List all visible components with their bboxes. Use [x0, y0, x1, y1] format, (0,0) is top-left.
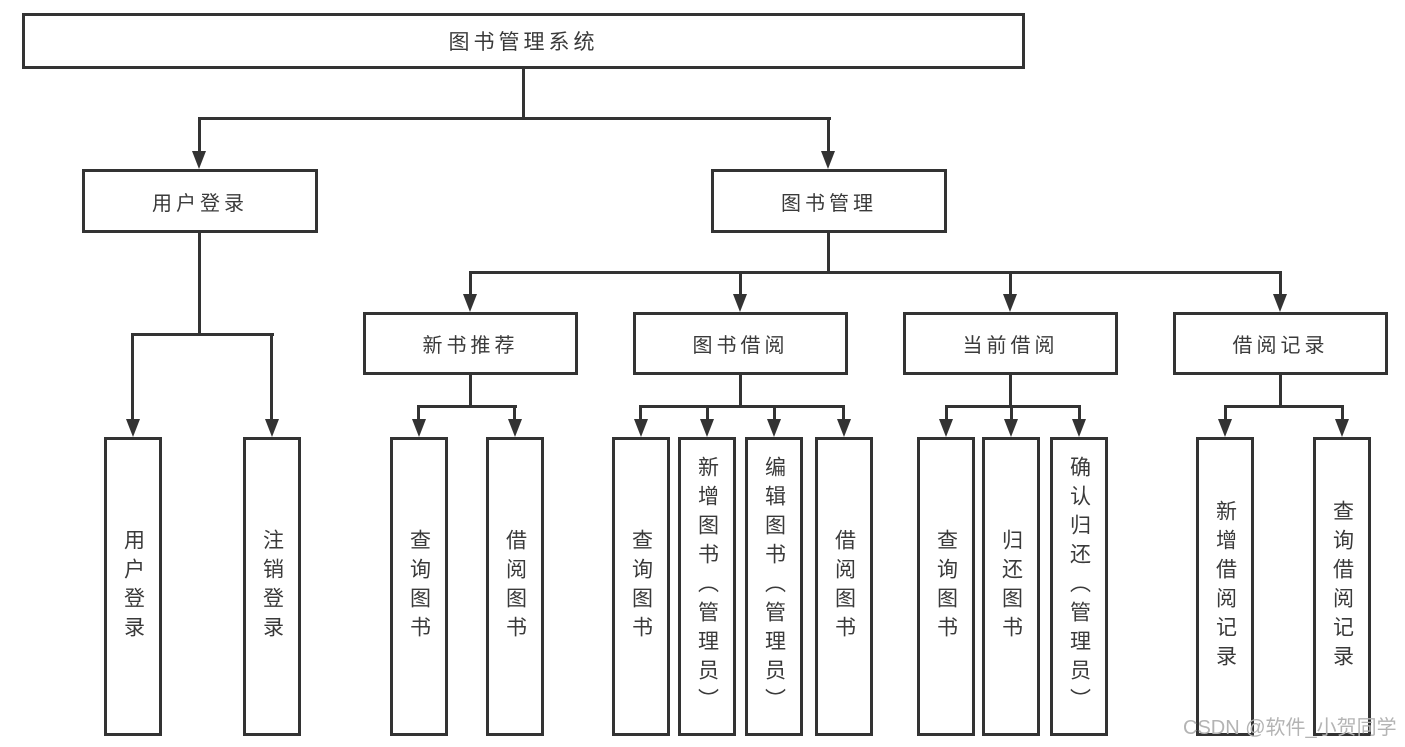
leaf-add-borrow-record-label: 新增借阅记录 — [1213, 499, 1237, 674]
connector-line — [131, 333, 134, 421]
connector-line — [827, 117, 830, 153]
connector-line — [945, 405, 948, 421]
leaf-borrow-book-recommend: 借阅图书 — [486, 437, 544, 736]
connector-line — [513, 405, 516, 421]
node-root: 图书管理系统 — [22, 13, 1025, 69]
leaf-edit-book-admin-label: 编辑图书（管理员） — [762, 456, 786, 717]
node-current-borrow: 当前借阅 — [903, 312, 1118, 375]
arrowhead-icon — [1072, 419, 1086, 437]
leaf-logout-label: 注销登录 — [260, 528, 284, 645]
connector-line — [842, 405, 845, 421]
leaf-user-login-label: 用户登录 — [121, 528, 145, 645]
leaf-add-book-admin: 新增图书（管理员） — [678, 437, 736, 736]
arrowhead-icon — [1218, 419, 1232, 437]
leaf-return-book-label: 归还图书 — [999, 528, 1023, 645]
connector-line — [1078, 405, 1081, 421]
leaf-query-book-borrow-label: 查询图书 — [629, 528, 653, 645]
connector-line — [1279, 375, 1282, 408]
connector-line — [132, 333, 274, 336]
connector-line — [1341, 405, 1344, 421]
node-new-book-recommend: 新书推荐 — [363, 312, 578, 375]
connector-line — [1009, 271, 1012, 296]
arrowhead-icon — [1335, 419, 1349, 437]
arrowhead-icon — [265, 419, 279, 437]
arrowhead-icon — [1004, 419, 1018, 437]
connector-line — [639, 405, 642, 421]
leaf-user-login: 用户登录 — [104, 437, 162, 736]
connector-line — [640, 405, 845, 408]
arrowhead-icon — [767, 419, 781, 437]
leaf-query-book-borrow: 查询图书 — [612, 437, 670, 736]
node-user-login: 用户登录 — [82, 169, 318, 233]
node-book-borrow-label: 图书借阅 — [692, 335, 789, 357]
leaf-edit-book-admin: 编辑图书（管理员） — [745, 437, 803, 736]
leaf-confirm-return-admin: 确认归还（管理员） — [1050, 437, 1108, 736]
arrowhead-icon — [1273, 294, 1287, 312]
arrowhead-icon — [837, 419, 851, 437]
leaf-borrow-book-label: 借阅图书 — [832, 528, 856, 645]
arrowhead-icon — [508, 419, 522, 437]
connector-line — [418, 405, 517, 408]
leaf-borrow-book-recommend-label: 借阅图书 — [503, 528, 527, 645]
connector-line — [198, 233, 201, 336]
connector-line — [827, 233, 830, 274]
leaf-query-book-current: 查询图书 — [917, 437, 975, 736]
leaf-query-book-recommend-label: 查询图书 — [407, 528, 431, 645]
connector-line — [739, 271, 742, 296]
leaf-add-borrow-record: 新增借阅记录 — [1196, 437, 1254, 736]
connector-line — [469, 375, 472, 408]
connector-line — [739, 375, 742, 408]
leaf-query-borrow-record-label: 查询借阅记录 — [1330, 499, 1354, 674]
arrowhead-icon — [412, 419, 426, 437]
arrowhead-icon — [700, 419, 714, 437]
connector-line — [1225, 405, 1343, 408]
connector-line — [946, 405, 1080, 408]
connector-line — [773, 405, 776, 421]
arrowhead-icon — [192, 151, 206, 169]
leaf-query-borrow-record: 查询借阅记录 — [1313, 437, 1371, 736]
node-current-borrow-label: 当前借阅 — [962, 335, 1059, 357]
arrowhead-icon — [1003, 294, 1017, 312]
arrowhead-icon — [733, 294, 747, 312]
leaf-query-book-current-label: 查询图书 — [934, 528, 958, 645]
node-book-borrow: 图书借阅 — [633, 312, 848, 375]
connector-line — [470, 271, 1281, 274]
leaf-add-book-admin-label: 新增图书（管理员） — [695, 456, 719, 717]
node-borrow-records: 借阅记录 — [1173, 312, 1388, 375]
node-user-login-label: 用户登录 — [152, 192, 248, 215]
arrowhead-icon — [821, 151, 835, 169]
node-borrow-records-label: 借阅记录 — [1232, 335, 1329, 357]
arrowhead-icon — [463, 294, 477, 312]
connector-line — [198, 117, 201, 153]
leaf-return-book: 归还图书 — [982, 437, 1040, 736]
leaf-query-book-recommend: 查询图书 — [390, 437, 448, 736]
arrowhead-icon — [939, 419, 953, 437]
arrowhead-icon — [126, 419, 140, 437]
connector-line — [1279, 271, 1282, 296]
connector-line — [1224, 405, 1227, 421]
node-new-book-recommend-label: 新书推荐 — [422, 335, 519, 357]
leaf-borrow-book: 借阅图书 — [815, 437, 873, 736]
leaf-confirm-return-admin-label: 确认归还（管理员） — [1067, 456, 1091, 717]
connector-line — [469, 271, 472, 296]
connector-line — [706, 405, 709, 421]
connector-line — [522, 66, 525, 120]
node-book-management: 图书管理 — [711, 169, 947, 233]
arrowhead-icon — [634, 419, 648, 437]
connector-line — [1009, 375, 1012, 408]
node-root-label: 图书管理系统 — [448, 31, 599, 54]
leaf-logout: 注销登录 — [243, 437, 301, 736]
connector-line — [270, 333, 273, 421]
csdn-watermark: CSDN @软件_小贺同学 — [1183, 717, 1397, 739]
connector-line — [199, 117, 831, 120]
node-book-management-label: 图书管理 — [781, 192, 877, 215]
connector-line — [1010, 405, 1013, 421]
connector-line — [417, 405, 420, 421]
